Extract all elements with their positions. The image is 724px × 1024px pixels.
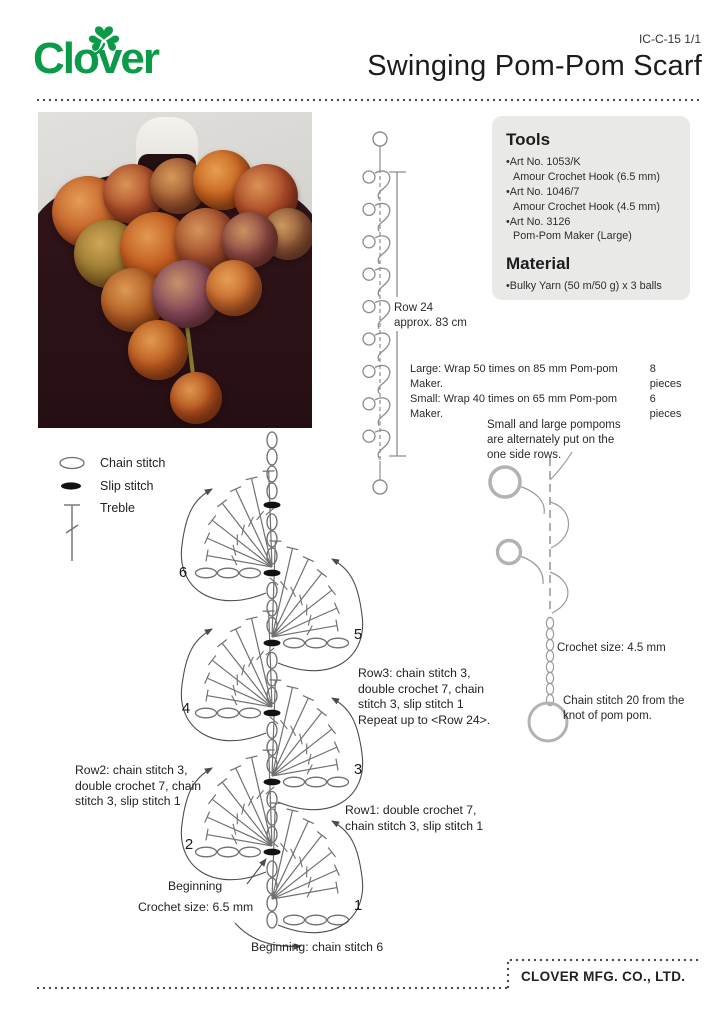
legend-row-treble: Treble [58,501,218,563]
row3-note: Row3: chain stitch 3, double crochet 7, … [358,666,491,727]
row1-note: Row1: double crochet 7, chain stitch 3, … [345,803,484,833]
pompom-placement-diagram [488,451,573,743]
wrap-notes: Large: Wrap 50 times on 85 mm Pom-pom Ma… [410,362,690,422]
row-number: 3 [354,761,362,778]
row-number: 2 [185,836,193,853]
row-number: 5 [354,626,362,643]
row24-label: Row 24 approx. 83 cm [394,302,467,329]
legend-row-slip: Slip stitch [58,479,218,493]
row-number: 6 [179,564,187,581]
pompom [222,212,278,268]
legend-row-chain: Chain stitch [58,455,218,471]
chain20-note: Chain stitch 20 from the knot of pom pom… [563,695,685,722]
wrap-note-line: Large: Wrap 50 times on 85 mm Pom-pom Ma… [410,363,682,390]
main-stitch-diagram: 6 5 4 3 2 1 [179,431,364,950]
pompom-cluster [38,112,312,428]
tool-item: Art No. 3126 Pom-Pom Maker (Large) [506,215,676,245]
pompom [128,320,188,380]
beginning-label: Beginning [168,879,223,893]
pompom-knot-icon [527,701,569,743]
company-name: CLOVER MFG. CO., LTD. [521,969,686,984]
doc-code: IC-C-15 1/1 [638,32,701,46]
material-title: Material [506,254,571,274]
scarf-photo [38,112,312,428]
pompom [170,372,222,424]
crochet-size-label: Crochet size: 6.5 mm [138,900,254,914]
tool-item: Art No. 1046/7 Amour Crochet Hook (4.5 m… [506,185,676,215]
pompom [206,260,262,316]
clover-leaf-icon [88,26,120,57]
wrap-note-line: Small: Wrap 40 times on 65 mm Pom-pom Ma… [410,393,682,420]
footer-rule-right [508,958,700,962]
beginning-chain-label: Beginning: chain stitch 6 [251,940,384,954]
material-item: Bulky Yarn (50 m/50 g) x 3 balls [506,279,676,294]
large-pompom-icon [488,465,522,499]
tools-panel: Tools Art No. 1053/K Amour Crochet Hook … [492,116,690,300]
pompom-caption: Small and large pompoms are alternately … [487,419,621,461]
chain-stitch-icon [59,456,85,470]
page-title: Swinging Pom-Pom Scarf [367,50,702,82]
small-pompom-icon [495,538,523,566]
slip-stitch-icon [61,482,81,490]
footer-rule-vertical [506,960,510,990]
tools-title: Tools [506,130,551,149]
footer-rule-left [35,986,509,990]
row2-note: Row2: chain stitch 3, double crochet 7, … [75,763,202,809]
treble-icon [64,504,80,561]
crochet-size-45-label: Crochet size: 4.5 mm [557,642,666,654]
row-number: 1 [354,897,362,914]
tool-item: Art No. 1053/K Amour Crochet Hook (6.5 m… [506,155,676,185]
legend: Chain stitch Slip stitch Treble [58,455,218,571]
row-number: 4 [182,700,190,717]
chain-length-diagram [362,131,406,495]
header-rule [35,98,700,102]
